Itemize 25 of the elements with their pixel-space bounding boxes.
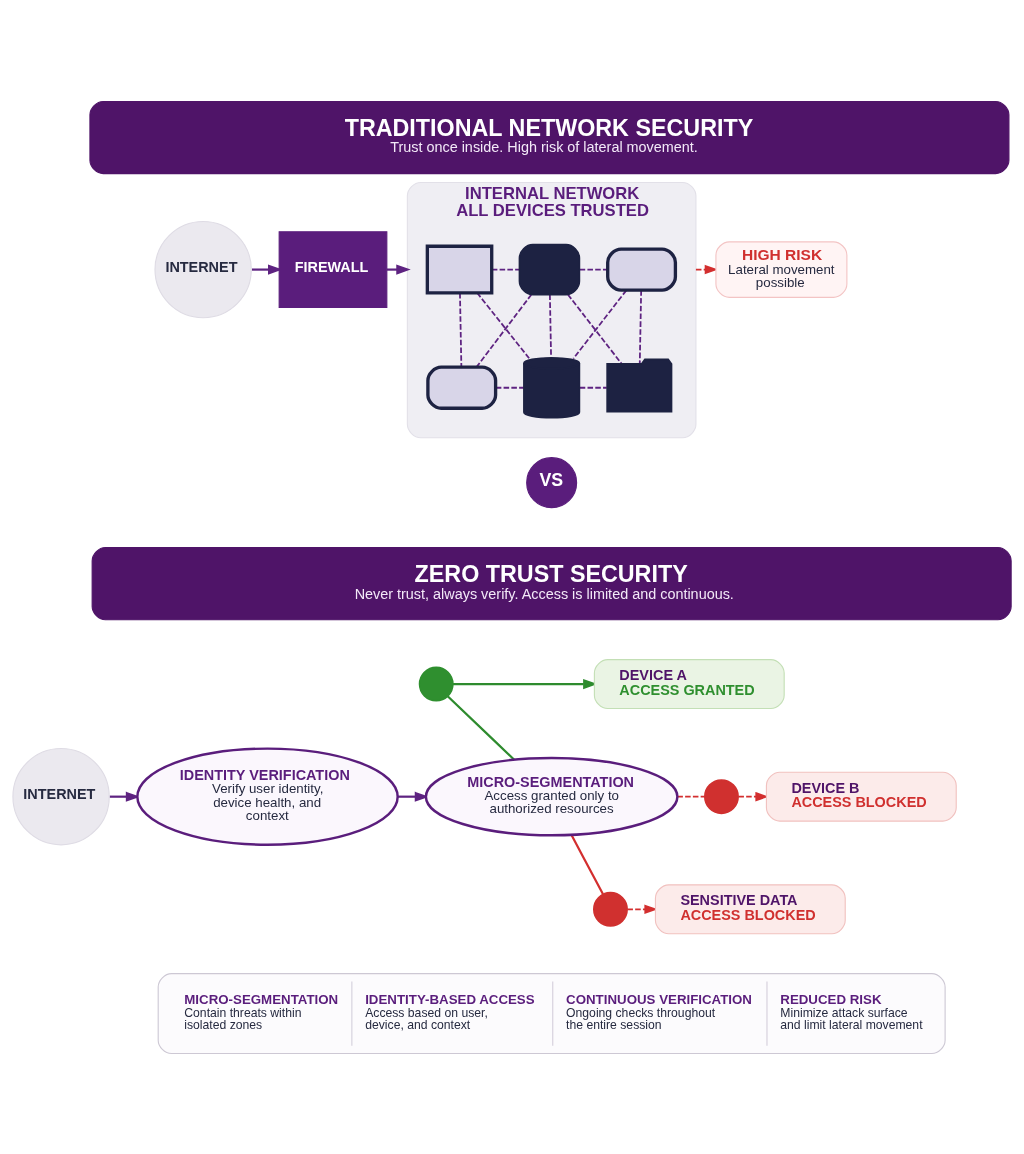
- node-box: FIREWALL: [278, 230, 388, 308]
- node-box: [606, 358, 673, 412]
- node-box: TRADITIONAL NETWORK SECURITY Trust once inside. High risk of lateral movement.: [89, 100, 1010, 174]
- node-box: SENSITIVE DATA ACCESS BLOCKED: [654, 883, 846, 934]
- node-circle: [418, 666, 454, 702]
- node-circle: VS: [526, 456, 578, 508]
- node-box: MICRO-SEGMENTATION Contain threats within isolated zones IDENTITY-BASED ACCESS Access based on user, device, and context CONTINUOUS VERIFICATION Ongoing checks throughout the entire session REDUCED RISK Minimize attack surface and limit lateral movement: [157, 972, 946, 1054]
- node-circle: INTERNET: [12, 747, 110, 845]
- node-box: HIGH RISK Lateral movement possible: [715, 240, 848, 298]
- node-box: [606, 246, 678, 292]
- node-box: [518, 243, 581, 295]
- node-box: DEVICE A ACCESS GRANTED: [593, 658, 785, 709]
- node-box: ZERO TRUST SECURITY Never trust, always verify. Access is limited and continuous.: [91, 546, 1012, 620]
- cluster: INTERNAL NETWORK ALL DEVICES TRUSTED: [406, 181, 697, 438]
- node-box: [426, 365, 498, 410]
- arrow: [386, 264, 411, 275]
- node-ellipse: IDENTITY VERIFICATION Verify user identity, device health, and context: [136, 746, 399, 846]
- node-circle: INTERNET: [154, 220, 252, 318]
- node-circle: [593, 891, 628, 927]
- node-box: DEVICE B ACCESS BLOCKED: [765, 771, 957, 822]
- node-circle: [704, 778, 739, 814]
- arrow: [626, 904, 658, 914]
- connector: [578, 386, 608, 389]
- node-ellipse: MICRO-SEGMENTATION Access granted only to authorized resources: [424, 756, 679, 836]
- node-box: [425, 244, 494, 295]
